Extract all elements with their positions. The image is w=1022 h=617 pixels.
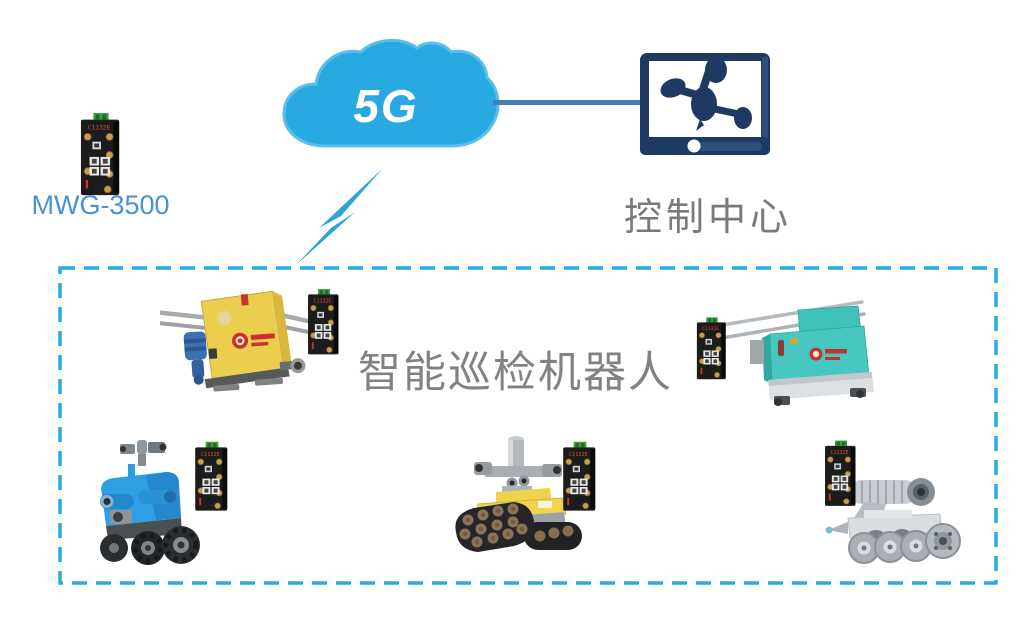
- lightning-bolt-icon: [295, 168, 383, 266]
- control-center-monitor-icon: [640, 53, 770, 155]
- robot-zone-boundary: [58, 266, 998, 585]
- track-cleat-centers: [463, 507, 524, 544]
- robot-router-icon: [696, 317, 727, 380]
- network-nodes-icon: [660, 57, 752, 131]
- cloud-to-monitor-link-line: [493, 100, 643, 105]
- wheeled-robot-blue-image: [100, 440, 200, 565]
- tracked-robot-yellow-image: [455, 436, 582, 552]
- pipe-robot-silver-image: [825, 478, 961, 564]
- mwg-3500-label: MWG-3500: [31, 190, 170, 220]
- robot-zone-label: 智能巡检机器人: [358, 349, 673, 397]
- monitor-home-button: [687, 139, 701, 153]
- control-center-label: 控制中心: [623, 197, 792, 239]
- robot-router-icon: [562, 441, 596, 512]
- cloud-5g-label: 5G: [353, 80, 418, 132]
- mwg-3500-router-icon: [80, 113, 120, 196]
- robot-router-icon: [307, 289, 339, 355]
- robot-router-icon: [824, 440, 856, 507]
- cloud-5g-icon: 5G: [282, 38, 500, 148]
- rail-robot-yellow-image: [160, 290, 312, 392]
- robot-router-icon: [194, 441, 228, 512]
- rail-robot-teal-image: [714, 300, 874, 406]
